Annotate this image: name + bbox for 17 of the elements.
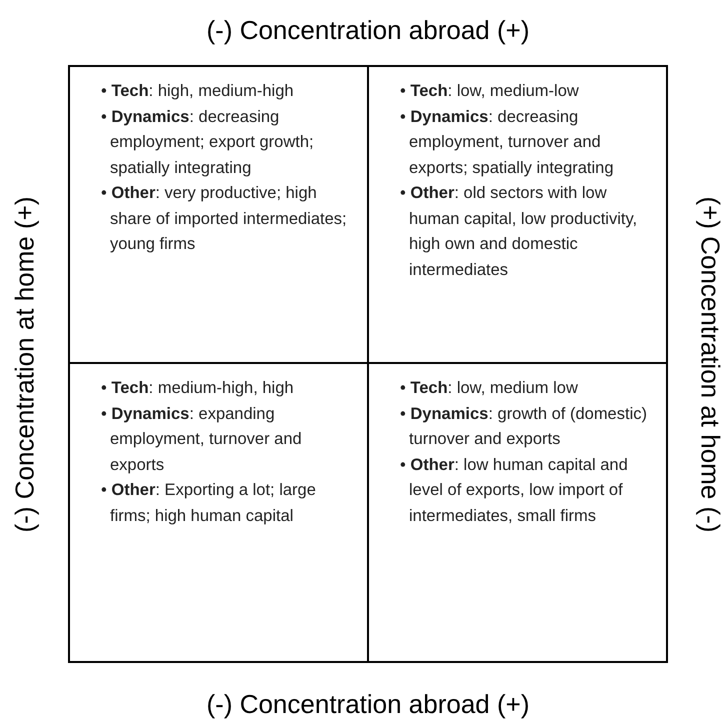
- bullet-text: • Tech: low, medium low: [399, 378, 579, 399]
- bullet-text: • Dynamics: decreasing employment; export growth; spatially integrating: [100, 106, 315, 178]
- axis-label: (-) Concentration abroad (+): [206, 14, 530, 46]
- quadrant-cell: [70, 67, 369, 364]
- bullet-text: • Dynamics: decreasing employment, turnover and exports; spatially integrating: [399, 106, 615, 178]
- bullet-text: • Other: very productive; high share of imported intermediates; young firms: [100, 183, 348, 255]
- bullet-text: • Other: low human capital and level of exports, low import of intermediates, small firms: [399, 454, 629, 526]
- bullet-text: • Dynamics: growth of (domestic) turnover and exports: [399, 404, 648, 450]
- axis-label: (+) Concentration at home (-): [694, 196, 726, 532]
- bullet-text: • Tech: high, medium-high: [100, 81, 295, 102]
- bullet-text: • Tech: medium-high, high: [100, 378, 295, 399]
- axis-label: (-) Concentration at home (+): [9, 196, 40, 532]
- axis-label: (-) Concentration abroad (+): [206, 688, 530, 720]
- bullet-text: • Other: Exporting a lot; large firms; high human capital: [100, 480, 317, 526]
- bullet-text: • Dynamics: expanding employment, turnover and exports: [100, 404, 303, 476]
- bullet-text: • Other: old sectors with low human capital, low productivity, high own and domestic intermediates: [399, 183, 638, 280]
- bullet-text: • Tech: low, medium-low: [399, 81, 580, 102]
